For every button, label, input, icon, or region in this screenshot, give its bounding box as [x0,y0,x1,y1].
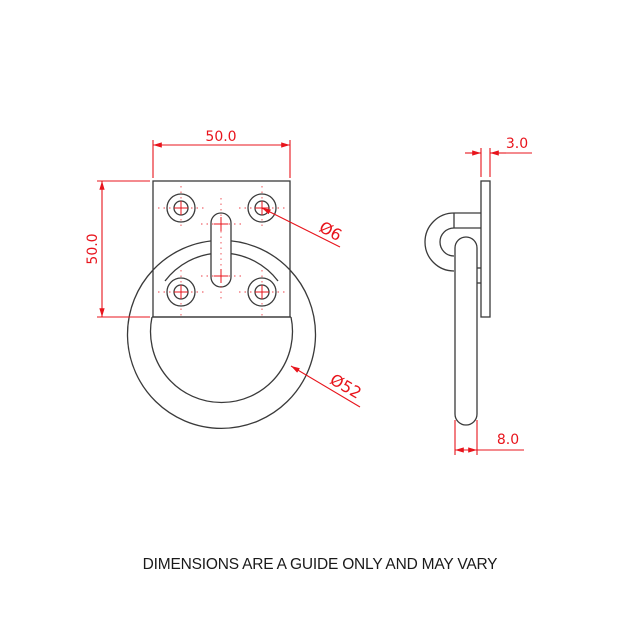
hole-counterbore-bl [166,277,196,307]
width-label: 50.0 [205,129,236,145]
hole-counterbore-tl [166,193,196,223]
ring-diameter-label: Ø52 [327,370,365,403]
hole-diameter-label: Ø6 [316,217,345,244]
ring-outer [126,269,317,429]
side-plate [480,180,491,318]
hole-leader [261,207,341,248]
ring-inner [149,316,294,404]
ring-thickness-label: 8.0 [497,432,519,448]
disclaimer-note: DIMENSIONS ARE A GUIDE ONLY AND MAY VARY [142,556,498,573]
dimensions-side [454,148,532,455]
side-view [424,180,491,426]
height-label: 50.0 [85,233,101,264]
ring-leader [290,365,361,408]
side-ring [454,236,478,426]
side-staple [424,212,481,272]
plate-thickness-label: 3.0 [506,136,528,152]
hole-counterbore-br [247,277,277,307]
hole-counterbore-tr [247,193,277,223]
dimensions-front [97,140,361,408]
